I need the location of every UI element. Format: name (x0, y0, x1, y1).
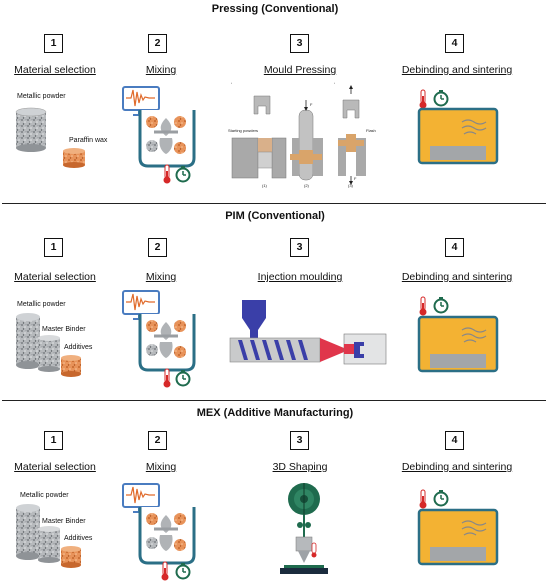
section-pressing: Pressing (Conventional) 1 2 3 4 Material… (0, 0, 550, 204)
furnace-timer-icon (433, 297, 449, 314)
furnace-timer-icon (433, 90, 449, 107)
material-label-master-binder: Master Binder (42, 518, 86, 525)
step-label-mixing: Mixing (145, 271, 177, 283)
furnace-icon (417, 107, 499, 165)
mixer-thermometer-icon (161, 561, 169, 581)
metallic-powder-cylinder-icon (15, 107, 47, 152)
metallic-powder-cylinder-icon (16, 504, 40, 560)
step-number-3: 3 (290, 431, 309, 450)
furnace-thermometer-icon (419, 489, 427, 509)
mixer-thermometer-icon (163, 368, 171, 388)
mixer-vessel-icon (138, 507, 196, 565)
material-label-additives: Additives (64, 535, 93, 542)
step-number-2: 2 (148, 34, 167, 53)
step-number-4: 4 (445, 431, 464, 450)
svg-text:•: • (334, 81, 335, 85)
3d-printer-extruder-icon (280, 483, 328, 574)
step-label-mixing: Mixing (145, 64, 177, 76)
furnace-thermometer-icon (419, 89, 427, 109)
section-title: Pressing (Conventional) (211, 3, 339, 15)
step-number-2: 2 (148, 238, 167, 257)
section-pim: PIM (Conventional) 1 2 3 4 Material sele… (0, 204, 550, 400)
step-label-3d-shaping: 3D Shaping (272, 461, 328, 473)
press-label-starting-powders: Starting powders (228, 128, 259, 133)
paraffin-wax-cylinder-icon (63, 148, 85, 168)
additives-cylinder-icon (61, 546, 81, 568)
material-label-metallic-powder: Metallic powder (17, 93, 66, 100)
mixer-vessel-icon (138, 314, 196, 372)
step-label-debinding-sintering: Debinding and sintering (401, 461, 513, 473)
step-number-3: 3 (290, 238, 309, 257)
furnace-icon (417, 508, 499, 566)
furnace-icon (417, 315, 499, 373)
furnace-timer-icon (433, 490, 449, 507)
press-label-force-top: F (310, 102, 313, 107)
additives-cylinder-icon (61, 355, 81, 377)
press-label-stage-3: (3) (348, 183, 353, 188)
step-number-1: 1 (44, 34, 63, 53)
mixer-timer-icon (175, 563, 191, 580)
mixer-timer-icon (175, 166, 191, 183)
mixer-timer-icon (175, 370, 191, 387)
step-label-debinding-sintering: Debinding and sintering (401, 64, 513, 76)
material-label-metallic-powder: Metallic powder (17, 301, 66, 308)
step-number-3: 3 (290, 34, 309, 53)
section-divider (2, 203, 546, 204)
section-title: PIM (Conventional) (225, 210, 325, 222)
press-label-force-bottom: F (354, 176, 357, 181)
material-label-additives: Additives (64, 344, 93, 351)
step-label-material-selection: Material selection (14, 64, 96, 76)
material-label-master-binder: Master Binder (42, 326, 86, 333)
mixer-thermometer-icon (163, 164, 171, 184)
mixer-vessel-icon (138, 110, 196, 168)
step-number-4: 4 (445, 238, 464, 257)
injection-moulding-machine-icon (229, 300, 387, 365)
step-number-4: 4 (445, 34, 464, 53)
master-binder-cylinder-icon (38, 526, 60, 563)
mould-pressing-diagram: • • (231, 81, 366, 185)
master-binder-cylinder-icon (38, 335, 60, 372)
furnace-thermometer-icon (419, 296, 427, 316)
step-label-mixing: Mixing (145, 461, 177, 473)
step-label-mould-pressing: Mould Pressing (263, 64, 337, 76)
section-mex: MEX (Additive Manufacturing) 1 2 3 4 Mat… (0, 401, 550, 585)
material-label-metallic-powder: Metallic powder (20, 492, 69, 499)
step-number-1: 1 (44, 431, 63, 450)
svg-text:•: • (231, 81, 232, 85)
step-number-1: 1 (44, 238, 63, 257)
material-label-paraffin-wax: Paraffin wax (69, 137, 108, 144)
section-divider (2, 400, 546, 401)
press-label-flash: Flash (366, 128, 376, 133)
section-title: MEX (Additive Manufacturing) (196, 407, 354, 419)
press-label-stage-2: (2) (304, 183, 309, 188)
press-label-stage-1: (1) (262, 183, 267, 188)
step-label-material-selection: Material selection (14, 461, 96, 473)
step-label-material-selection: Material selection (14, 271, 96, 283)
step-label-injection-moulding: Injection moulding (257, 271, 343, 283)
metallic-powder-cylinder-icon (16, 313, 40, 369)
step-number-2: 2 (148, 431, 167, 450)
step-label-debinding-sintering: Debinding and sintering (401, 271, 513, 283)
